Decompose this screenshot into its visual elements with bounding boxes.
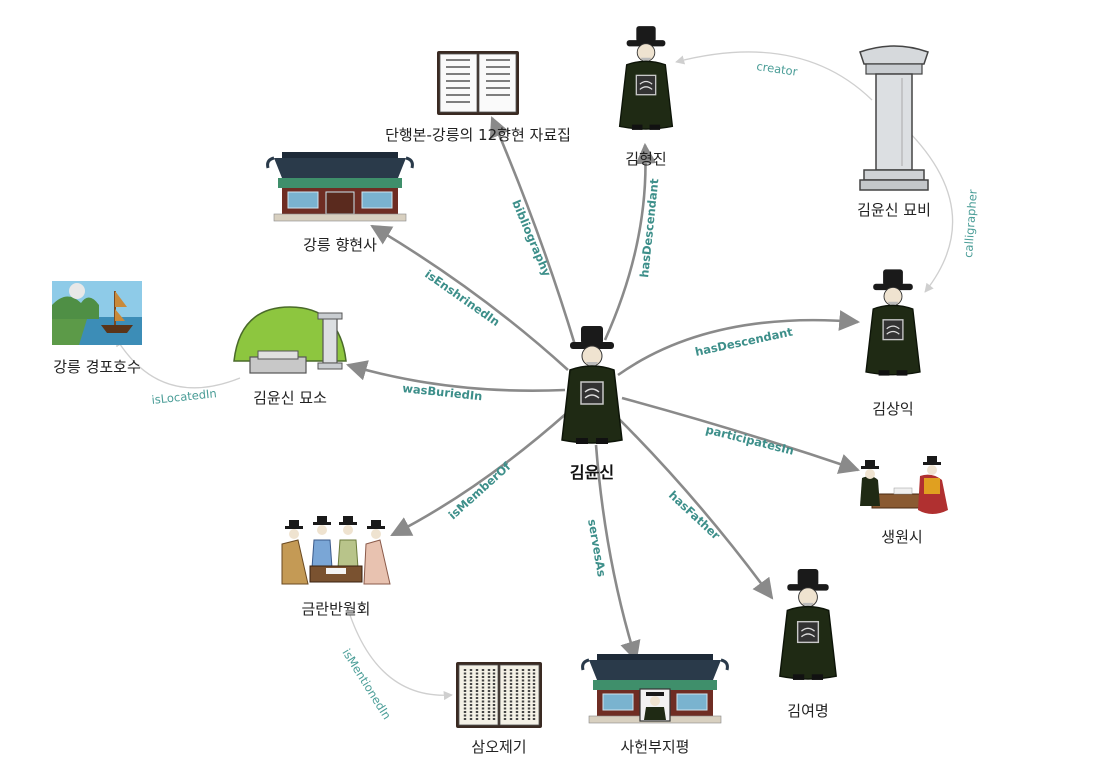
burial-mound-icon <box>233 306 347 374</box>
open-book-icon <box>436 50 520 116</box>
edge-calligrapher[interactable] <box>901 124 954 293</box>
edge-isenshrinedin[interactable] <box>370 224 569 371</box>
edge-bibliography[interactable] <box>489 116 577 346</box>
edge-ismemberof[interactable] <box>390 411 569 537</box>
node-tomb[interactable]: 김윤신 묘소 <box>233 306 347 407</box>
edge-ismentionedin[interactable] <box>349 614 453 701</box>
node-label-kim-yeomyeong: 김여명 <box>787 702 828 720</box>
node-label-samoje: 삼오제기 <box>471 738 526 756</box>
edge-hasdescendant-sangik[interactable] <box>617 310 861 377</box>
edge-label-ismentionedin: isMentionedIn <box>339 646 394 722</box>
node-kim-hyeongjin[interactable]: 김형진 <box>618 25 674 168</box>
lake-with-boat-icon <box>52 281 142 345</box>
node-center[interactable]: 김윤신 <box>561 325 623 482</box>
scholar-icon <box>561 325 623 445</box>
edge-label-ismemberof: isMemberOf <box>446 459 514 523</box>
official-portrait-icon <box>639 688 671 722</box>
node-saheonbu[interactable]: 사헌부지평 <box>581 652 729 756</box>
edge-hasdescendant-hyeongjin[interactable] <box>603 142 657 341</box>
edge-label-bibliography: bibliography <box>509 198 554 279</box>
edge-label-calligrapher: calligrapher <box>961 189 980 259</box>
stone-stele-icon <box>859 45 929 191</box>
node-label-gyeongpo: 강릉 경포호수 <box>53 358 141 376</box>
node-kim-sangik[interactable]: 김상익 <box>865 268 921 418</box>
edge-islocatedin[interactable] <box>115 337 241 389</box>
scholars-meeting-icon <box>281 516 391 585</box>
node-stele[interactable]: 김윤신 묘비 <box>857 45 931 219</box>
edge-creator[interactable] <box>675 51 873 101</box>
edge-label-islocatedin: isLocatedIn <box>151 386 217 407</box>
node-book-12[interactable]: 단행본-강릉의 12향현 자료집 <box>385 50 571 144</box>
node-kim-yeomyeong[interactable]: 김여명 <box>779 568 837 720</box>
edge-label-creator: creator <box>756 59 799 79</box>
node-geumran[interactable]: 금란반월회 <box>281 516 391 618</box>
node-label-center: 김윤신 <box>570 463 614 482</box>
edge-participatesin[interactable] <box>621 396 860 474</box>
edge-hasfather[interactable] <box>617 417 774 600</box>
edge-label-participatesin: participatesIn <box>704 422 795 457</box>
edge-label-hasdescendant-2: hasDescendant <box>694 324 795 358</box>
edge-label-isenshrinedin: isEnshrinedIn <box>422 267 502 329</box>
scholar-icon <box>618 25 674 131</box>
node-label-geumran: 금란반월회 <box>301 600 370 618</box>
edge-wasburiedin[interactable] <box>346 360 566 393</box>
scholar-icon <box>865 268 921 377</box>
node-label-kim-hyeongjin: 김형진 <box>625 150 666 168</box>
node-label-book-12: 단행본-강릉의 12향현 자료집 <box>385 126 571 144</box>
node-gyeongpo[interactable]: 강릉 경포호수 <box>52 281 142 376</box>
edge-servesas[interactable] <box>594 444 641 662</box>
scholar-icon <box>779 568 837 681</box>
node-samoje[interactable]: 삼오제기 <box>454 660 544 756</box>
old-book-icon <box>454 660 544 730</box>
node-saengwonsi[interactable]: 생원시 <box>860 456 948 546</box>
node-label-stele: 김윤신 묘비 <box>857 201 931 219</box>
node-label-kim-sangik: 김상익 <box>872 400 913 418</box>
edge-label-wasburiedin: wasBuriedIn <box>402 381 483 403</box>
node-shrine[interactable]: 강릉 향현사 <box>266 150 414 254</box>
traditional-hall-icon <box>266 150 414 223</box>
node-label-shrine: 강릉 향현사 <box>303 236 377 254</box>
node-label-saengwonsi: 생원시 <box>881 528 922 546</box>
edge-label-hasfather: hasFather <box>666 488 723 543</box>
civil-exam-scene-icon <box>860 456 948 514</box>
node-label-tomb: 김윤신 묘소 <box>253 389 327 407</box>
node-label-saheonbu: 사헌부지평 <box>620 738 689 756</box>
